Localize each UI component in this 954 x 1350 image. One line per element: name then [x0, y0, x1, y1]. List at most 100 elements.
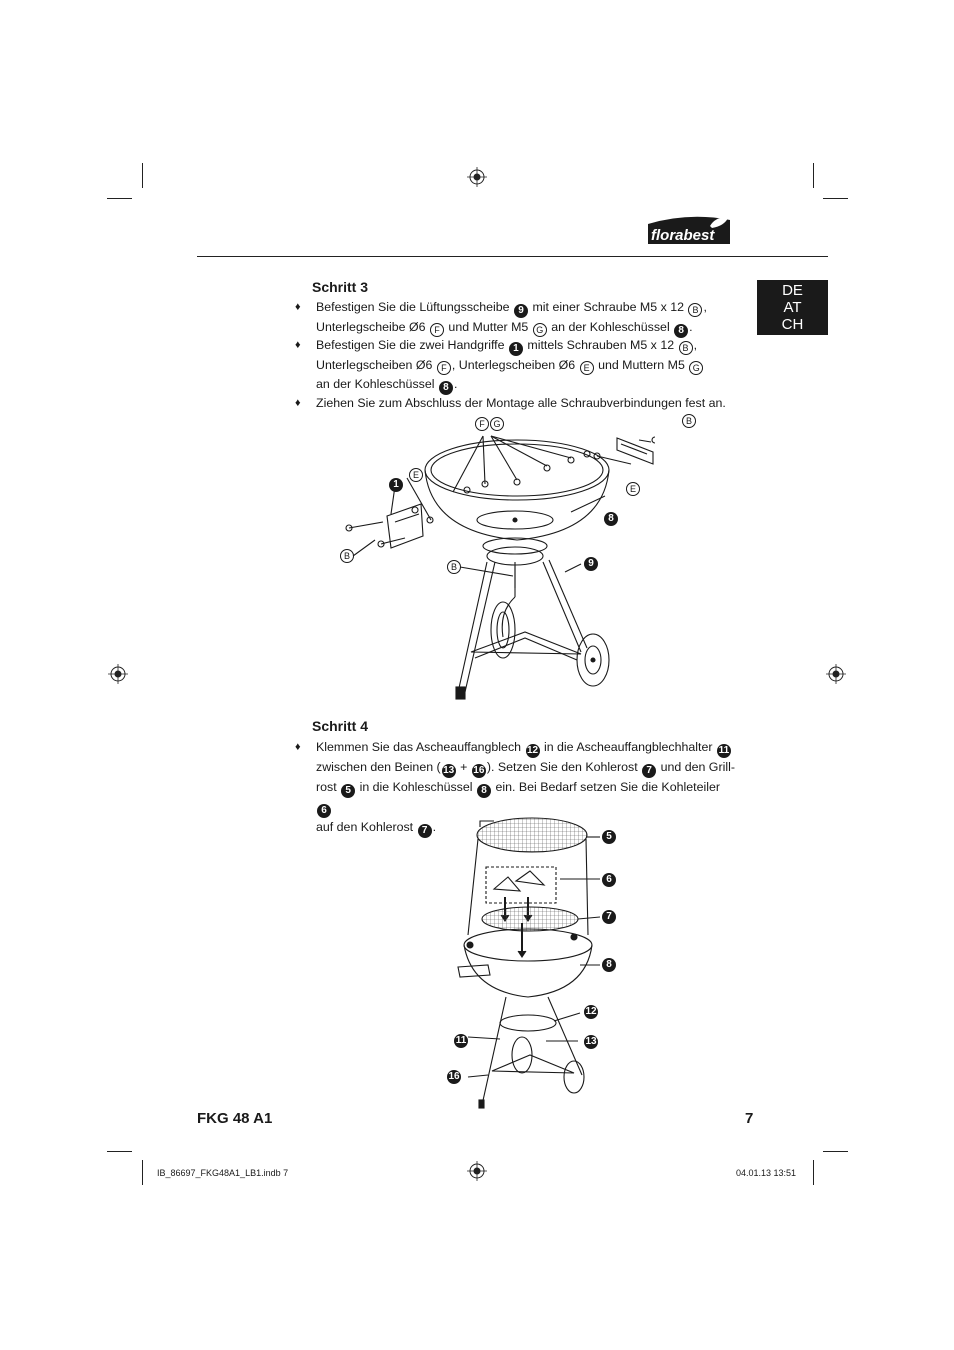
crop-mark: [813, 1160, 814, 1185]
crop-mark: [823, 1151, 848, 1152]
label-b: B: [340, 549, 354, 563]
text: in die Kohleschüssel: [359, 780, 473, 794]
lang-de: DE: [782, 282, 803, 299]
label-e: E: [409, 468, 423, 482]
text: ,: [703, 300, 707, 314]
part-number: 5: [341, 784, 356, 798]
bullet-diamond-icon: ♦: [295, 339, 301, 351]
print-slug-file: IB_86697_FKG48A1_LB1.indb 7: [157, 1168, 289, 1178]
step3-bullet-2: ♦ Befestigen Sie die zwei Handgriffe 1 m…: [295, 336, 735, 395]
crop-mark: [107, 1151, 132, 1152]
part-letter: E: [579, 361, 594, 375]
text: Befestigen Sie die zwei Handgriffe: [316, 338, 505, 352]
text: und den Grill-: [660, 760, 735, 774]
label-e: E: [626, 482, 640, 496]
text: ,: [693, 338, 698, 352]
text: Unterlegscheibe Ø6: [316, 320, 426, 334]
part-number: 8: [476, 784, 491, 798]
text: und Mutter M5: [448, 320, 529, 334]
text: in die Ascheauffangblechhalter: [543, 740, 713, 754]
step3-assembly-figure: [345, 435, 655, 700]
crop-mark: [823, 198, 848, 199]
step3-bullet-1: ♦ Befestigen Sie die Lüftungsscheibe 9 m…: [295, 298, 735, 338]
label-b: B: [682, 414, 696, 428]
language-tab: DE AT CH: [757, 280, 828, 335]
text: , Unterlegscheiben Ø6: [451, 358, 576, 372]
print-slug-date: 04.01.13 13:51: [736, 1168, 797, 1178]
part-number: 6: [317, 804, 331, 818]
text: mit einer Schraube M5 x 12: [532, 300, 684, 314]
text: Befestigen Sie die Lüftungsscheibe: [316, 300, 510, 314]
part-number: 7: [417, 824, 432, 838]
step3-heading: Schritt 3: [312, 279, 369, 295]
lang-at: AT: [783, 299, 802, 316]
part-number: 12: [525, 744, 540, 758]
registration-mark-icon: [108, 664, 128, 684]
crop-mark: [107, 198, 132, 199]
part-number: 9: [514, 304, 529, 318]
text: auf den Kohlerost: [316, 820, 414, 834]
label-f: F: [475, 417, 489, 431]
part-number: 8: [674, 324, 689, 338]
text: .: [432, 820, 437, 834]
label-g: G: [490, 417, 504, 431]
text: Unterlegscheiben Ø6: [316, 358, 433, 372]
part-letter: F: [436, 361, 451, 375]
part-letter: G: [689, 361, 704, 375]
crop-mark: [813, 163, 814, 188]
page-number: 7: [745, 1110, 754, 1127]
label-9: 9: [584, 557, 598, 571]
label-8: 8: [602, 958, 616, 972]
part-number: 7: [642, 764, 657, 778]
step4-heading: Schritt 4: [312, 718, 369, 734]
crop-mark: [142, 1160, 143, 1185]
svg-text:florabest: florabest: [651, 227, 715, 244]
label-13: 13: [584, 1035, 598, 1049]
label-12: 12: [584, 1005, 598, 1019]
step4-assembly-figure: [457, 817, 600, 1109]
text: Klemmen Sie das Ascheauffangblech: [316, 740, 522, 754]
text: zwischen den Beinen (: [316, 760, 441, 774]
registration-mark-icon: [826, 664, 846, 684]
header-rule: [197, 256, 828, 257]
label-7: 7: [602, 910, 616, 924]
lang-ch: CH: [781, 316, 804, 333]
bullet-diamond-icon: ♦: [295, 301, 301, 313]
label-5: 5: [602, 830, 616, 844]
text: an der Kohleschüssel: [551, 320, 670, 334]
part-number: 11: [716, 744, 731, 758]
text: ein. Bei Bedarf setzen Sie die Kohleteil…: [495, 780, 720, 794]
label-8: 8: [604, 512, 618, 526]
label-16: 16: [447, 1070, 461, 1084]
step4-bullet-1: ♦ Klemmen Sie das Ascheauffangblech 12 i…: [295, 738, 735, 838]
text: an der Kohleschüssel: [316, 377, 435, 391]
part-letter: F: [429, 323, 444, 337]
text: rost: [316, 780, 337, 794]
label-b: B: [447, 560, 461, 574]
florabest-logo: florabest: [648, 216, 730, 244]
step3-bullet-3: ♦ Ziehen Sie zum Abschluss der Montage a…: [295, 394, 735, 412]
part-letter: B: [678, 341, 693, 355]
part-letter: G: [532, 323, 547, 337]
bullet-diamond-icon: ♦: [295, 397, 301, 409]
part-number: 8: [438, 381, 453, 395]
part-letter: B: [688, 303, 703, 317]
model-number: FKG 48 A1: [197, 1110, 273, 1127]
text: und Muttern M5: [598, 358, 685, 372]
part-number: 16: [471, 764, 486, 778]
label-6: 6: [602, 873, 616, 887]
crop-mark: [142, 163, 143, 188]
text: .: [453, 377, 458, 391]
part-number: 13: [441, 764, 456, 778]
text: .: [689, 320, 693, 334]
text: mittels Schrauben M5 x 12: [527, 338, 675, 352]
label-11: 11: [454, 1034, 468, 1048]
text: ). Setzen Sie den Kohlerost: [486, 760, 638, 774]
text: +: [460, 760, 468, 774]
registration-mark-icon: [467, 167, 487, 187]
part-number: 1: [508, 342, 523, 356]
label-1: 1: [389, 478, 403, 492]
registration-mark-icon: [467, 1161, 487, 1181]
bullet-diamond-icon: ♦: [295, 741, 301, 753]
text: Ziehen Sie zum Abschluss der Montage all…: [316, 396, 726, 410]
